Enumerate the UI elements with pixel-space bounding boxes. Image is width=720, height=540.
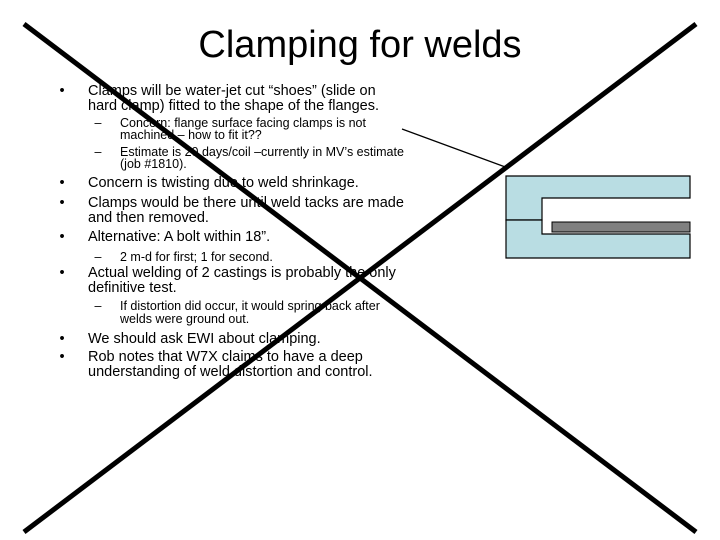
sub-text-line-1: 2 m-d for first; 1 for second. [120, 250, 273, 264]
bullet-text-line-2: definitive test. [88, 280, 177, 296]
bullet-marker: • [59, 331, 65, 347]
sub-text-line-2: (job #1810). [120, 157, 187, 171]
sub-text-line-1: If distortion did occur, it would spring… [120, 299, 380, 313]
bullet-marker: • [59, 195, 65, 211]
bullet-marker: • [59, 175, 65, 191]
dash-marker: – [94, 250, 102, 264]
bullet-marker: • [59, 229, 65, 245]
sub-text-line-2: machined – how to fit it?? [120, 128, 262, 142]
bullet-text-line-2: and then removed. [88, 210, 209, 226]
bullet-marker: • [59, 349, 65, 365]
bullet-text-line-1: Concern is twisting due to weld shrinkag… [88, 175, 359, 191]
bullet-text-line-2: hard clamp) fitted to the shape of the f… [88, 98, 379, 114]
dash-marker: – [94, 145, 102, 159]
bullet-text-line-1: Alternative: A bolt within 18”. [88, 229, 271, 245]
sub-text-line-2: welds were ground out. [120, 312, 250, 326]
bullet-marker: • [59, 265, 65, 281]
dash-marker: – [94, 299, 102, 313]
bullet-text-line-1: We should ask EWI about clamping. [88, 331, 321, 347]
bullet-marker: • [59, 83, 65, 99]
dash-marker: – [94, 116, 102, 130]
bullet-text-line-2: understanding of weld distortion and con… [88, 364, 373, 380]
